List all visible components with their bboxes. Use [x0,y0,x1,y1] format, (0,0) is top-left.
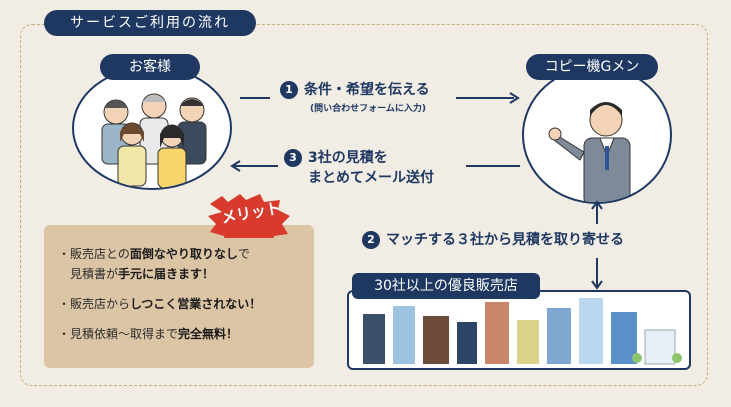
step-1-number: 1 [280,81,298,99]
customer-group-icon [101,93,207,188]
arrow-right-icon [240,92,520,104]
customer-label: お客様 [100,54,200,80]
staff-person-icon [548,102,631,202]
merit-item: ・見積依頼〜取得まで完全無料！ [58,327,239,341]
customer-illustration [72,66,232,190]
merit-item: ・販売店との面倒なやり取りなしで [58,247,250,261]
copier-label: コピー機Gメン [526,54,658,80]
merit-item: ・販売店からしつこく営業されない！ [58,297,262,311]
shop-label: 30社以上の優良販売店 [352,273,540,299]
step-2-text: マッチする３社から見積を取り寄せる [386,232,624,248]
step-3-line1: 3社の見積を [308,150,388,166]
step-2: 2 マッチする３社から見積を取り寄せる [362,230,682,250]
step-1-text: 条件・希望を伝える [304,82,430,98]
copier-illustration [522,66,672,204]
section-title: サービスご利用の流れ [44,10,256,36]
shop-box [347,290,691,370]
step-2-number: 2 [362,231,380,249]
buildings-icon [363,298,682,365]
merit-item: 見積書が手元に届きます！ [70,267,215,281]
merit-badge-icon [208,194,290,238]
arrow-left-icon [230,160,520,172]
step-3-line2: まとめてメール送付 [308,170,434,186]
merit-list: ・販売店との面倒なやり取りなしで 見積書が手元に届きます！ ・販売店からしつこく… [58,244,308,344]
arrow-updown-icon [591,200,603,290]
flow-panel [20,24,708,386]
step-3-number: 3 [284,149,302,167]
step-3: 3 3社の見積を まとめてメール送付 [284,148,494,188]
step-1-subtext: (問い合わせフォームに入力) [310,104,426,114]
step-1: 1 条件・希望を伝える (問い合わせフォームに入力) [280,80,510,114]
merit-box [44,225,314,368]
